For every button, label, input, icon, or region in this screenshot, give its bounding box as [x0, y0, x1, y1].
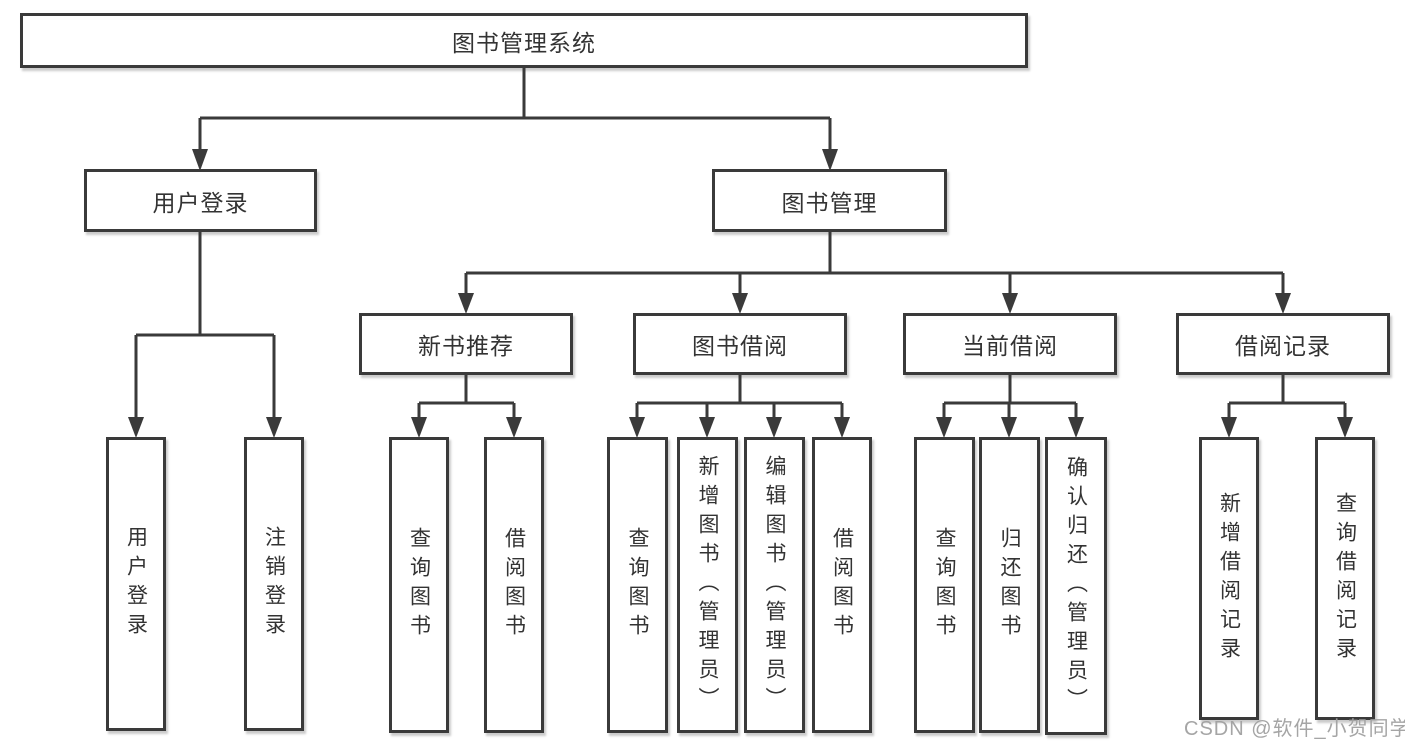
leaf-label: 确认归还（管理员）: [1064, 455, 1088, 717]
connector-root-to-level2: [192, 65, 838, 171]
node-label: 当前借阅: [962, 333, 1058, 359]
leaf-add-borrow-record: 新增借阅记录: [1199, 437, 1259, 720]
leaf-label: 查询图书: [933, 527, 956, 643]
leaf-label: 注销登录: [262, 526, 286, 642]
leaf-label: 归还图书: [998, 527, 1021, 643]
leaf-confirm-return-admin: 确认归还（管理员）: [1045, 437, 1107, 735]
node-user-login: 用户登录: [84, 169, 317, 232]
leaf-borrow-books-borrow: 借阅图书: [812, 437, 872, 733]
leaf-query-books-current: 查询图书: [914, 437, 975, 733]
leaf-label: 查询借阅记录: [1333, 491, 1357, 666]
leaf-borrow-books-newbook: 借阅图书: [484, 437, 544, 733]
node-current-borrowing: 当前借阅: [903, 313, 1117, 375]
node-book-borrowing: 图书借阅: [633, 313, 847, 375]
connector-new-book-leaves: [411, 374, 522, 438]
leaf-query-books-borrow: 查询图书: [607, 437, 668, 733]
leaf-label: 借阅图书: [502, 527, 526, 643]
node-label: 图书借阅: [692, 333, 788, 359]
leaf-label: 查询图书: [407, 527, 431, 643]
node-label: 用户登录: [152, 189, 249, 216]
leaf-label: 新增借阅记录: [1217, 491, 1241, 666]
connector-user-login-leaves: [128, 230, 282, 438]
node-book-management: 图书管理: [712, 169, 947, 232]
connector-book-borrow-leaves: [629, 374, 850, 438]
connector-borrow-record-leaves: [1221, 374, 1353, 438]
leaf-query-borrow-record: 查询借阅记录: [1315, 437, 1375, 720]
node-label: 图书管理: [781, 189, 878, 216]
leaf-label: 编辑图书（管理员）: [763, 454, 786, 716]
leaf-label: 查询图书: [626, 527, 649, 643]
leaf-user-login: 用户登录: [106, 437, 166, 731]
node-borrowing-records: 借阅记录: [1176, 313, 1390, 375]
leaf-return-books: 归还图书: [979, 437, 1040, 733]
node-label: 新书推荐: [418, 333, 514, 359]
connector-current-borrow-leaves: [936, 374, 1084, 438]
csdn-watermark: CSDN @软件_小贺同学: [1184, 718, 1405, 740]
leaf-edit-book-admin: 编辑图书（管理员）: [744, 437, 805, 733]
node-new-book-recommendation: 新书推荐: [359, 313, 573, 375]
leaf-label: 新增图书（管理员）: [696, 454, 719, 716]
node-root: 图书管理系统: [20, 13, 1028, 68]
leaf-logout: 注销登录: [244, 437, 304, 731]
leaf-label: 借阅图书: [830, 527, 854, 643]
connector-book-management-level3: [458, 230, 1291, 314]
leaf-query-books-newbook: 查询图书: [389, 437, 449, 733]
node-label: 借阅记录: [1235, 333, 1331, 359]
node-label: 图书管理系统: [452, 29, 596, 56]
leaf-label: 用户登录: [124, 526, 148, 642]
leaf-add-book-admin: 新增图书（管理员）: [677, 437, 738, 733]
